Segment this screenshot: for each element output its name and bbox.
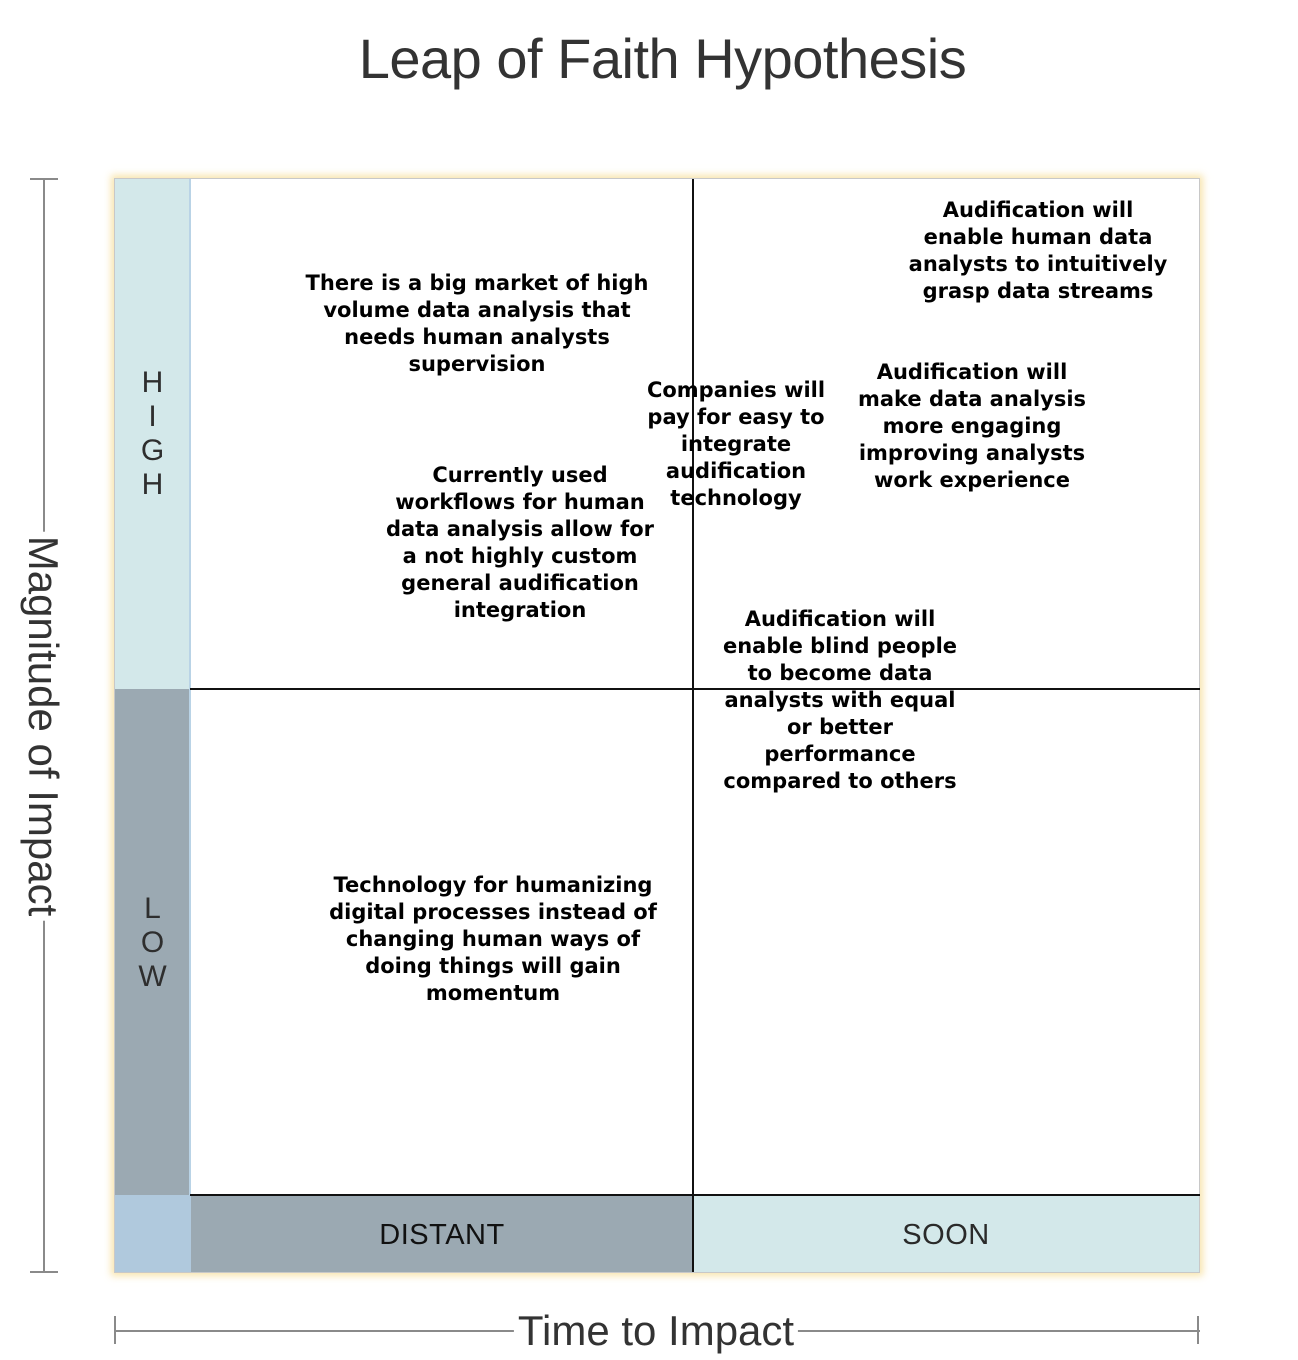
note-line: to become data bbox=[747, 661, 933, 685]
column-band-distant bbox=[191, 1195, 693, 1272]
row-label-low-letter: O bbox=[140, 926, 165, 959]
note-line: There is a big market of high bbox=[305, 271, 649, 295]
note-line: workflows for human bbox=[395, 490, 645, 514]
note-line: volume data analysis that bbox=[323, 298, 631, 322]
note-line: Audification will bbox=[942, 198, 1134, 222]
y-axis-top-cap bbox=[30, 178, 58, 180]
note-line: more engaging bbox=[882, 414, 1062, 438]
diagram-title: Leap of Faith Hypothesis bbox=[358, 27, 967, 90]
y-axis-bottom-cap bbox=[30, 1271, 58, 1273]
note-line: compared to others bbox=[723, 769, 957, 793]
note-line: technology bbox=[670, 486, 802, 510]
note-line: doing things will gain bbox=[365, 954, 621, 978]
note-line: supervision bbox=[408, 352, 546, 376]
note-line: momentum bbox=[425, 981, 561, 1005]
note-line: analysts with equal bbox=[724, 688, 956, 712]
row-label-high-letter: G bbox=[140, 434, 165, 467]
column-label-distant: DISTANT bbox=[379, 1219, 505, 1251]
note-line: needs human analysts bbox=[344, 325, 610, 349]
note-line: Companies will bbox=[646, 378, 826, 402]
row-label-high-letter: H bbox=[141, 468, 164, 501]
note-line: Technology for humanizing bbox=[333, 873, 653, 897]
note-line: enable blind people bbox=[722, 634, 958, 658]
note-line: audification bbox=[665, 459, 807, 483]
row-label-low-letter: L bbox=[144, 892, 161, 925]
hypothesis-engaging: Audification will make data analysis mor… bbox=[858, 359, 1086, 494]
row-band-high bbox=[115, 179, 190, 689]
row-label-high-letter: H bbox=[141, 366, 164, 399]
matrix-frame bbox=[114, 178, 1200, 1273]
row-label-low-letter: W bbox=[138, 960, 167, 993]
note-line: work experience bbox=[874, 468, 1070, 492]
row-label-high-letter: I bbox=[148, 400, 157, 433]
y-axis-label: Magnitude of Impact bbox=[19, 531, 67, 921]
note-line: Audification will bbox=[744, 607, 936, 631]
bottom-band-divider bbox=[190, 1194, 1200, 1196]
note-line: data analysis allow for bbox=[385, 517, 655, 541]
row-band-low bbox=[115, 689, 190, 1195]
note-line: make data analysis bbox=[857, 387, 1087, 411]
note-line: improving analysts bbox=[858, 441, 1086, 465]
hypothesis-blind: Audification will enable blind people to… bbox=[723, 606, 957, 795]
hypothesis-workflows: Currently used workflows for human data … bbox=[386, 462, 654, 624]
note-line: pay for easy to bbox=[647, 405, 825, 429]
column-band-soon bbox=[693, 1195, 1199, 1272]
corner-cell bbox=[115, 1195, 191, 1272]
note-line: integrate bbox=[680, 432, 792, 456]
hypothesis-companies: Companies will pay for easy to integrate… bbox=[647, 377, 825, 512]
note-line: or better bbox=[786, 715, 894, 739]
note-line: analysts to intuitively bbox=[908, 252, 1168, 276]
note-line: a not highly custom bbox=[402, 544, 638, 568]
column-label-soon: SOON bbox=[902, 1219, 990, 1251]
note-line: integration bbox=[453, 598, 587, 622]
band-divider bbox=[189, 179, 191, 1195]
note-line: digital processes instead of bbox=[329, 900, 657, 924]
note-line: grasp data streams bbox=[922, 279, 1154, 303]
note-line: performance bbox=[764, 742, 916, 766]
note-line: Currently used bbox=[432, 463, 608, 487]
note-line: Audification will bbox=[876, 360, 1068, 384]
hypothesis-humanizing: Technology for humanizing digital proces… bbox=[329, 872, 657, 1007]
note-line: enable human data bbox=[923, 225, 1153, 249]
horizontal-divider bbox=[190, 688, 1200, 690]
note-line: general audification bbox=[401, 571, 639, 595]
x-axis-right-cap bbox=[1197, 1316, 1199, 1344]
row-label-high: H I G H bbox=[115, 366, 190, 502]
note-line: changing human ways of bbox=[345, 927, 641, 951]
hypothesis-intuitive: Audification will enable human data anal… bbox=[909, 197, 1168, 305]
row-label-low: L O W bbox=[115, 892, 190, 994]
hypothesis-market: There is a big market of high volume dat… bbox=[306, 270, 649, 378]
x-axis-label: Time to Impact bbox=[513, 1307, 799, 1355]
vertical-divider bbox=[692, 179, 694, 1272]
x-axis-left-cap bbox=[114, 1316, 116, 1344]
